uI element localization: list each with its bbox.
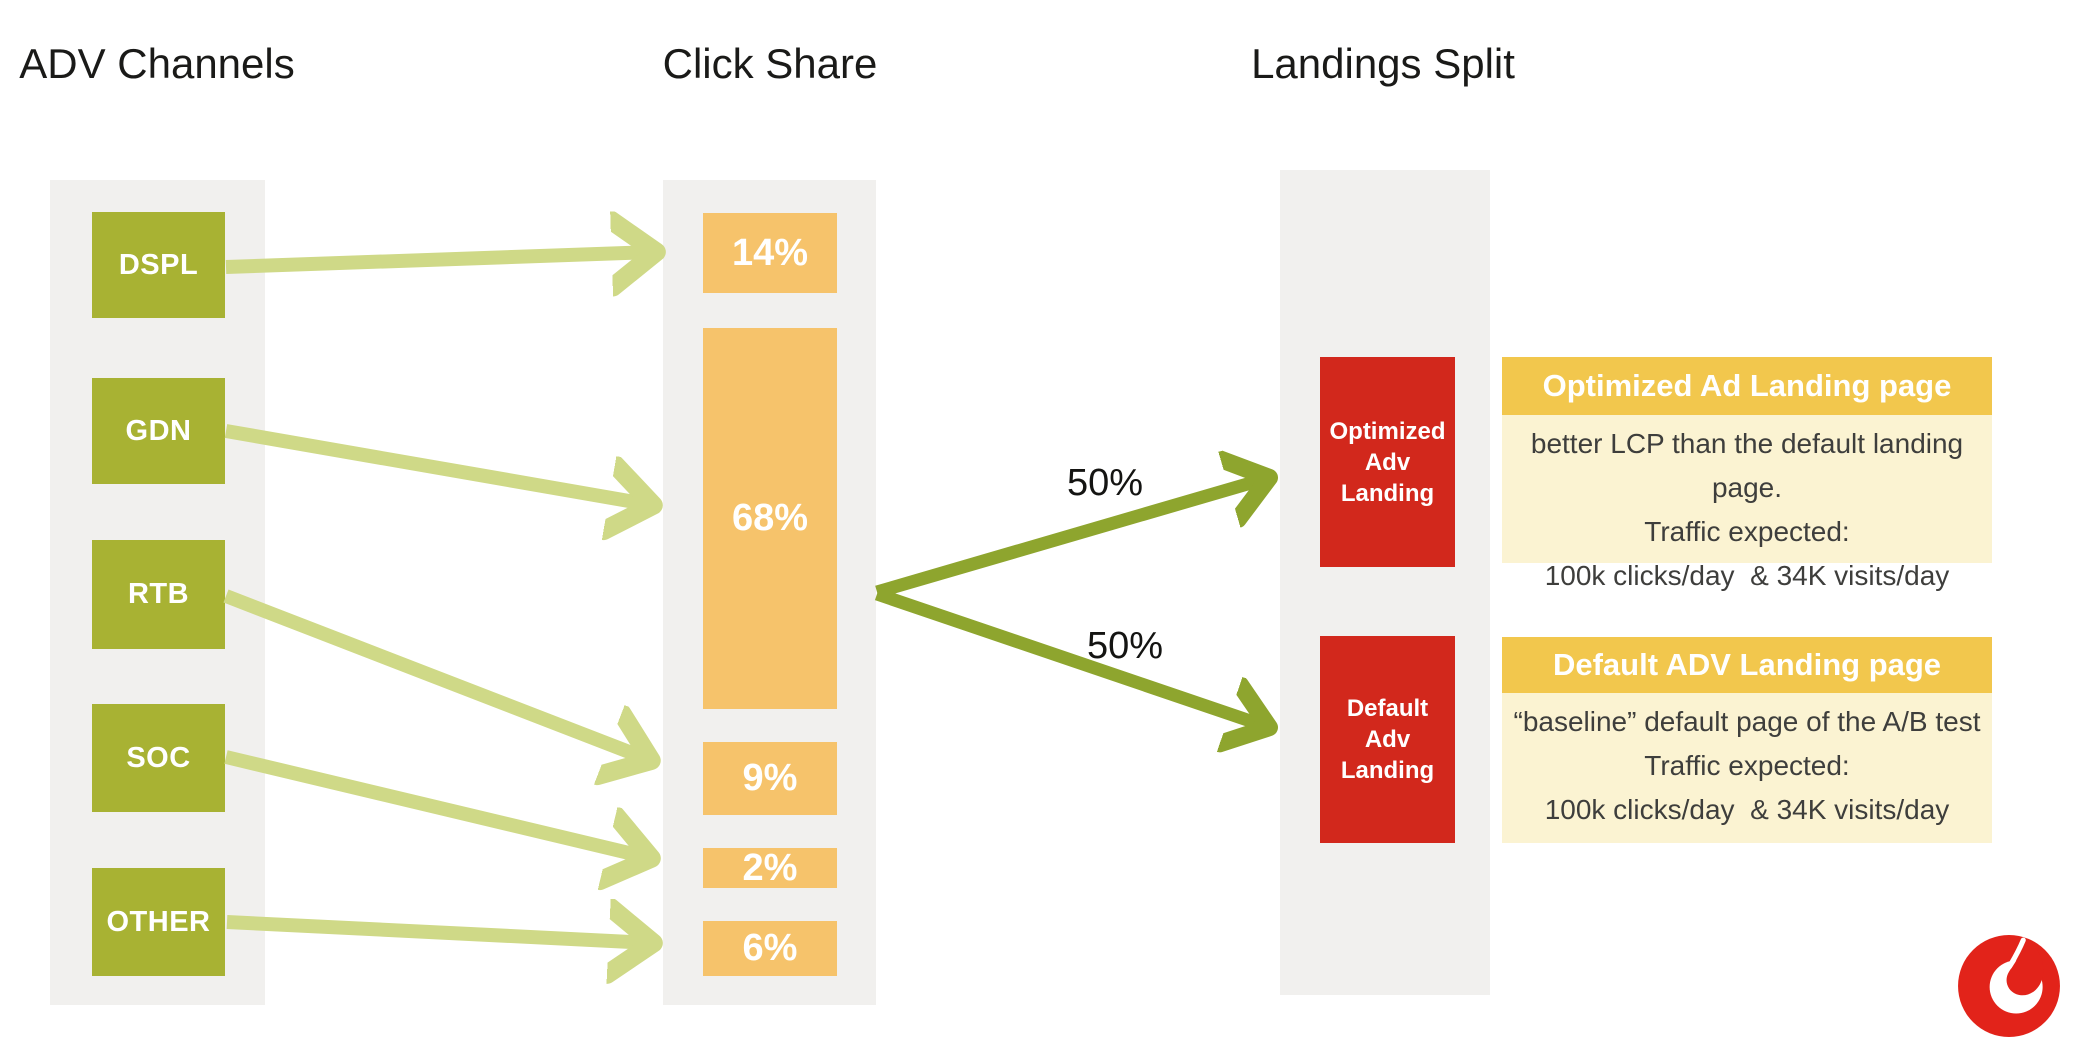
split-label-top: 50% <box>1066 462 1144 504</box>
channel-box-rtb: RTB <box>92 540 225 649</box>
card-default: Default ADV Landing page “baseline” defa… <box>1502 637 1992 843</box>
flow-arrow-gdn-68 <box>224 424 652 505</box>
split-label-bottom: 50% <box>1086 625 1164 667</box>
card-optimized: Optimized Ad Landing page better LCP tha… <box>1502 357 1992 591</box>
column-landings-split-bg <box>1280 170 1490 995</box>
channel-box-dspl: DSPL <box>92 212 225 318</box>
title-click-share: Click Share <box>662 40 878 87</box>
card-optimized-line-3: 100k clicks/day & 34K visits/day <box>1544 560 1950 591</box>
title-adv-channels: ADV Channels <box>19 40 295 87</box>
card-default-body: “baseline” default page of the A/B test … <box>1502 693 1992 843</box>
share-box-68: 68% <box>703 328 837 709</box>
channel-box-soc: SOC <box>92 704 225 812</box>
card-default-line-1: “baseline” default page of the A/B test <box>1513 706 1981 737</box>
card-default-line-2: Traffic expected: <box>1644 750 1850 781</box>
card-optimized-title: Optimized Ad Landing page <box>1502 357 1992 415</box>
card-optimized-body: better LCP than the default landing page… <box>1502 415 1992 591</box>
card-default-title: Default ADV Landing page <box>1502 637 1992 693</box>
share-box-2: 2% <box>703 847 837 889</box>
flow-arrow-other-6 <box>226 922 652 943</box>
share-box-6: 6% <box>703 921 837 976</box>
landing-box-optimized: Optimized Adv Landing <box>1320 357 1455 567</box>
channel-box-other: OTHER <box>92 868 225 976</box>
landing-box-default: Default Adv Landing <box>1320 636 1455 843</box>
card-optimized-line-2: Traffic expected: <box>1644 516 1850 547</box>
card-optimized-line-1: better LCP than the default landing page… <box>1530 428 1971 503</box>
flow-arrow-soc-2 <box>224 750 650 858</box>
flow-arrow-dspl-14 <box>225 252 655 267</box>
flow-arrow-rtb-9 <box>223 589 650 760</box>
share-box-14: 14% <box>703 213 837 293</box>
channel-box-gdn: GDN <box>92 378 225 484</box>
title-landings-split: Landings Split <box>1251 40 1515 87</box>
card-default-line-3: 100k clicks/day & 34K visits/day <box>1544 794 1950 825</box>
share-box-9: 9% <box>703 742 837 815</box>
vodafone-logo <box>1958 935 2060 1037</box>
